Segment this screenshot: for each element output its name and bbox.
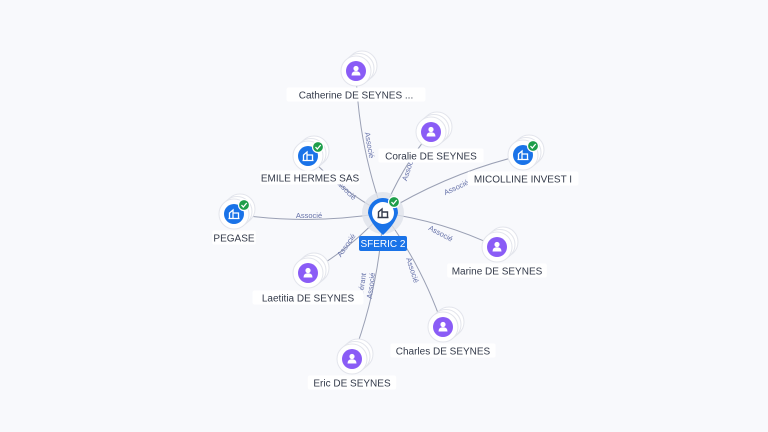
verified-icon: [387, 195, 401, 209]
company-icon: [302, 150, 314, 162]
center-node[interactable]: SFERIC 2: [359, 192, 407, 251]
node-label: PEGASE: [213, 234, 254, 245]
edge-role: Associé: [363, 131, 376, 158]
edge-label-marine: Associé: [427, 223, 454, 243]
node-label-bg: [378, 148, 484, 163]
person-icon: [426, 126, 436, 137]
center-label: SFERIC 2: [360, 239, 405, 250]
node-pegase[interactable]: PEGASE: [212, 193, 256, 245]
node-coralie[interactable]: Coralie DE SEYNES: [378, 111, 484, 163]
node-label-bg: [467, 171, 579, 186]
edge-role: Associé: [442, 178, 470, 197]
company-icon: [517, 149, 529, 161]
node-label: Laetitia DE SEYNES: [262, 294, 355, 305]
node-eric[interactable]: Eric DE SEYNES: [307, 338, 397, 390]
node-label: Coralie DE SEYNES: [385, 152, 477, 163]
node-label-bg: [260, 170, 360, 185]
node-charles[interactable]: Charles DE SEYNES: [390, 306, 496, 358]
node-catherine[interactable]: Catherine DE SEYNES ...: [286, 50, 426, 102]
node-label-bg: [447, 263, 547, 278]
node-micolline[interactable]: MICOLLINE INVEST I: [467, 134, 579, 186]
edge-label-catherine: Associé: [363, 131, 376, 158]
edge-role: Associé: [335, 232, 357, 259]
verified-icon: [311, 140, 325, 154]
company-icon: [228, 208, 240, 220]
node-label: Eric DE SEYNES: [313, 379, 391, 390]
center-label-bg: [359, 236, 407, 251]
node-laetitia[interactable]: Laetitia DE SEYNES: [252, 252, 364, 305]
edge-role: Associé: [296, 211, 322, 220]
verified-icon: [237, 198, 251, 212]
nodes-layer: Catherine DE SEYNES ... Coralie DE SEYNES…: [212, 50, 579, 390]
company-icon: [377, 207, 389, 219]
person-icon: [347, 353, 357, 364]
node-label: MICOLLINE INVEST I: [474, 175, 572, 186]
node-label-bg: [252, 290, 364, 305]
person-icon: [351, 65, 361, 76]
edge-role: Associé: [427, 223, 454, 243]
node-label-bg: [286, 87, 426, 102]
edge-label-laetitia: Associé: [335, 232, 357, 259]
edge-label-pegase: Associé: [296, 211, 322, 220]
node-label-bg: [212, 230, 256, 245]
node-emile[interactable]: EMILE HERMES SAS: [260, 135, 360, 185]
node-label-bg: [390, 343, 496, 358]
edge-role: Associé: [365, 272, 378, 299]
node-label: EMILE HERMES SAS: [261, 174, 360, 185]
node-label: Catherine DE SEYNES ...: [299, 91, 414, 102]
edge-role: Gérant: [356, 272, 368, 297]
verified-icon: [526, 139, 540, 153]
node-marine[interactable]: Marine DE SEYNES: [447, 226, 547, 278]
person-icon: [492, 241, 502, 252]
edge-label-micolline: Associé: [442, 178, 470, 197]
person-icon: [438, 321, 448, 332]
node-label: Charles DE SEYNES: [396, 347, 491, 358]
person-icon: [303, 267, 313, 278]
node-label-bg: [307, 375, 397, 390]
node-label: Marine DE SEYNES: [452, 267, 543, 278]
